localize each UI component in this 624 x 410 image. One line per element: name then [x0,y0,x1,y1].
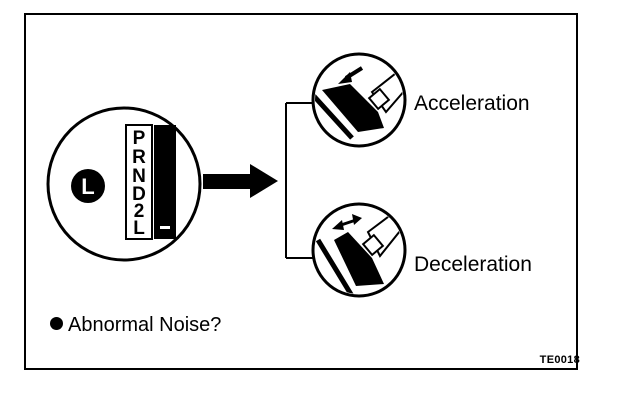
branch-connector [285,102,314,259]
gear-position-r: R [132,147,146,168]
gear-position-2: 2 [134,201,145,222]
abnormal-noise-note: Abnormal Noise? [50,314,221,337]
gear-indicator-slot [154,125,176,239]
shift-lever-circle: L P R N D 2 L [46,106,202,262]
deceleration-label: Deceleration [414,253,532,276]
gear-indicator-panel [125,124,153,240]
release-arrow-icon [332,214,362,230]
acceleration-pedal-circle [311,52,407,148]
gear-position-d: D [132,184,146,205]
acceleration-label: Acceleration [414,92,530,115]
gear-position-l: L [133,218,145,239]
deceleration-pedal-circle [311,202,407,298]
press-down-icon [338,66,364,84]
gear-badge-circle [71,169,105,203]
diagram-frame [24,13,578,370]
gear-badge-label: L [81,174,94,199]
gear-position-p: P [133,128,146,149]
abnormal-noise-text: Abnormal Noise? [68,314,222,336]
figure-code: TE0018 [539,354,580,366]
gear-position-n: N [132,166,146,187]
arrow-right-icon [203,164,278,198]
bullet-icon [50,317,63,330]
